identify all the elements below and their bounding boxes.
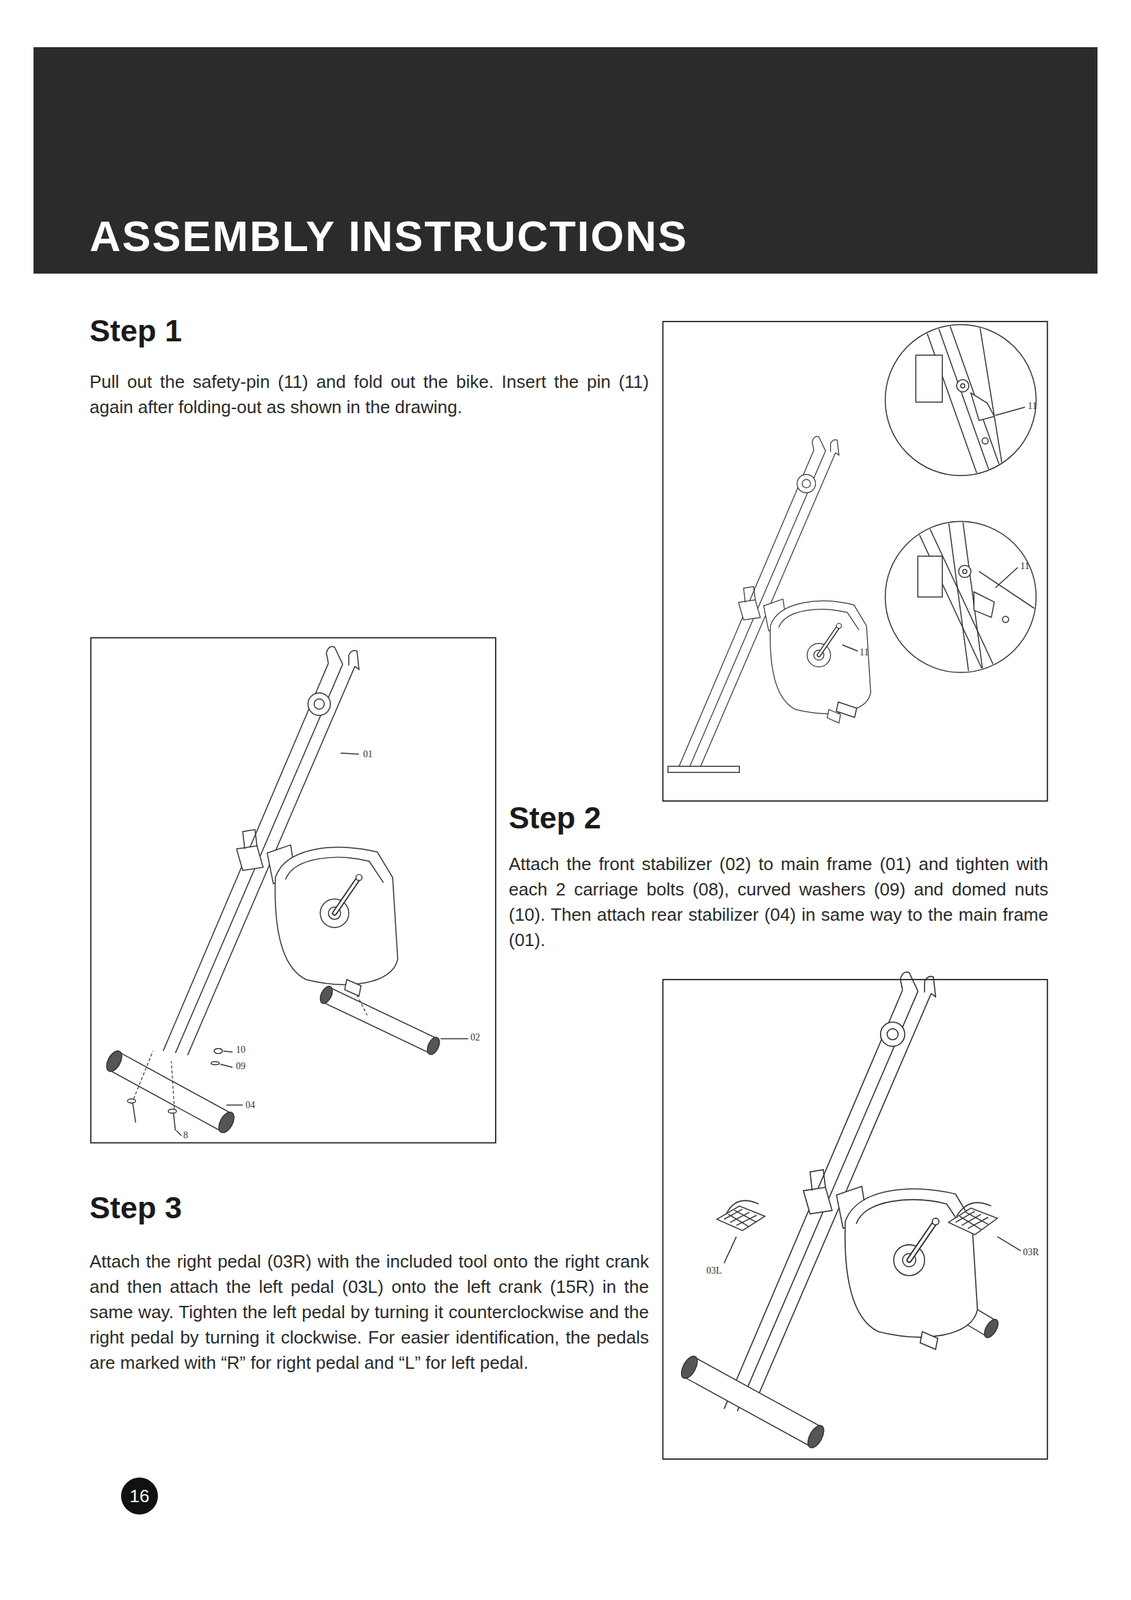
callout-number: 11 <box>1020 560 1030 572</box>
callout-number: 10 <box>235 1044 246 1056</box>
step-text: Attach the front stabilizer (02) to main… <box>508 851 1049 953</box>
page-number: 16 <box>129 1485 150 1507</box>
callout-number: 03R <box>1022 1246 1039 1258</box>
page-number-circle: 16 <box>121 1477 158 1514</box>
callout-number: 11 <box>859 646 869 658</box>
step-heading: Step 2 <box>508 800 602 836</box>
callout-number: 04 <box>245 1099 256 1111</box>
callout-number: 09 <box>235 1060 246 1072</box>
page-title: ASSEMBLY INSTRUCTIONS <box>89 211 688 261</box>
callout-number: 01 <box>363 748 373 760</box>
callout-number: 11 <box>1027 400 1037 412</box>
step-heading: Step 3 <box>89 1189 182 1226</box>
step-heading: Step 1 <box>89 313 182 349</box>
header-band: ASSEMBLY INSTRUCTIONS <box>33 47 1098 274</box>
callout-number: 8 <box>183 1129 189 1141</box>
step-text: Pull out the safety-pin (11) and fold ou… <box>89 369 649 420</box>
callout-number: 02 <box>470 1031 481 1043</box>
step-text: Attach the right pedal (03R) with the in… <box>89 1248 649 1376</box>
callout-number: 03L <box>706 1265 723 1276</box>
